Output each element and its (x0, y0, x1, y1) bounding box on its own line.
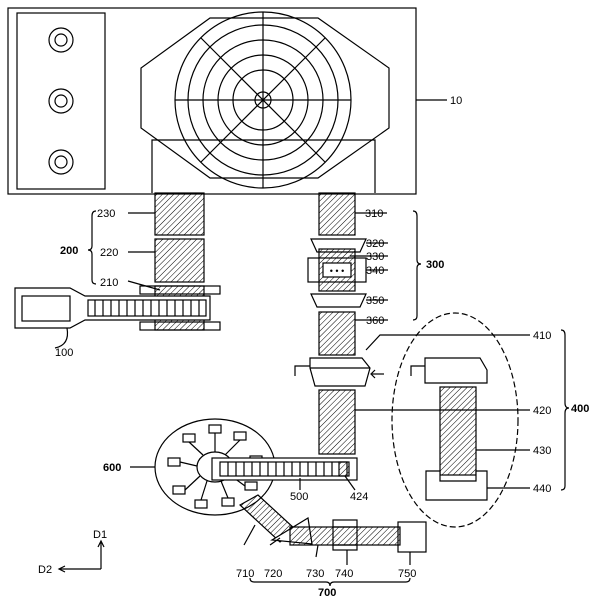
block-730 (289, 526, 401, 546)
label-220: 220 (100, 247, 118, 259)
label-210: 210 (100, 277, 118, 289)
transfer-arm-500 (211, 457, 358, 481)
label-330: 330 (366, 251, 384, 263)
block-340 (322, 262, 352, 278)
port-circles (48, 27, 74, 175)
label-430: 430 (533, 445, 551, 457)
label-700: 700 (318, 587, 336, 599)
label-360: 360 (366, 315, 384, 327)
block-430 (439, 386, 477, 476)
label-600: 600 (103, 462, 121, 474)
reference-labels: 10 230 220 210 200 100 310 320 330 340 3… (38, 95, 589, 599)
label-340: 340 (366, 265, 384, 277)
label-740: 740 (335, 568, 353, 580)
block-420 (318, 389, 356, 455)
label-320: 320 (366, 238, 384, 250)
block-230 (154, 192, 205, 236)
main-housing (7, 7, 417, 195)
label-440: 440 (533, 483, 551, 495)
label-310: 310 (365, 208, 383, 220)
block-350 (310, 293, 367, 308)
block-440 (425, 470, 488, 501)
label-d2: D2 (38, 564, 52, 576)
leader-lines (87, 99, 570, 587)
block-424 (338, 461, 350, 477)
rotary-stage (154, 418, 276, 516)
block-310 (318, 192, 356, 236)
label-300: 300 (426, 259, 444, 271)
block-750 (397, 521, 427, 553)
label-100: 100 (55, 347, 73, 359)
label-10: 10 (450, 95, 462, 107)
label-230: 230 (97, 208, 115, 220)
load-arm (14, 287, 211, 349)
lift-module (294, 312, 519, 528)
label-720: 720 (264, 568, 282, 580)
label-710: 710 (236, 568, 254, 580)
label-350: 350 (366, 295, 384, 307)
wafer-chamber (140, 11, 390, 193)
label-424: 424 (350, 491, 368, 503)
block-740 (332, 519, 358, 551)
port-panel (16, 12, 106, 190)
label-420: 420 (533, 405, 551, 417)
block-220 (154, 238, 205, 283)
svg-text:• • •: • • • (330, 266, 344, 276)
label-730: 730 (306, 568, 324, 580)
label-410: 410 (533, 330, 551, 342)
block-360 (318, 311, 356, 356)
direction-indicator (57, 539, 105, 573)
label-d1: D1 (93, 529, 107, 541)
label-200: 200 (60, 245, 78, 257)
block-410 (309, 357, 371, 387)
label-400: 400 (571, 403, 589, 415)
label-750: 750 (398, 568, 416, 580)
label-500: 500 (290, 491, 308, 503)
right-column: • • • (307, 192, 367, 356)
output-conveyor (238, 494, 427, 553)
